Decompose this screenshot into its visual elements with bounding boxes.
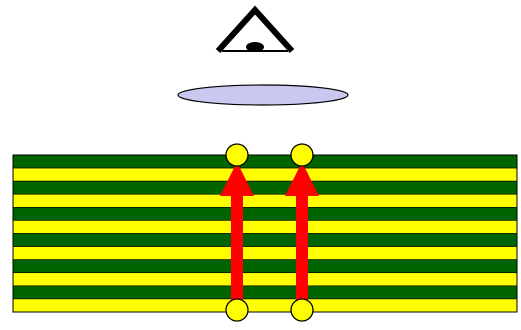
eye-icon — [218, 10, 292, 52]
stripe-green — [13, 234, 517, 247]
eye-pupil — [246, 42, 264, 52]
stripe-yellow — [13, 299, 517, 312]
stripe-yellow — [13, 220, 517, 233]
stripe-yellow — [13, 273, 517, 286]
stripe-yellow — [13, 194, 517, 207]
arrow-left-top-point — [226, 144, 248, 166]
lens-ellipse — [178, 85, 348, 105]
stripe-green — [13, 155, 517, 168]
striped-layer-stack — [13, 155, 517, 312]
stripe-green — [13, 286, 517, 299]
arrow-right-top-point — [291, 144, 313, 166]
arrow-left-bottom-point — [226, 299, 248, 321]
arrow-right-bottom-point — [291, 299, 313, 321]
stripe-green — [13, 260, 517, 273]
stripe-green — [13, 207, 517, 220]
stripe-green — [13, 181, 517, 194]
stripe-yellow — [13, 168, 517, 181]
stripe-yellow — [13, 247, 517, 260]
